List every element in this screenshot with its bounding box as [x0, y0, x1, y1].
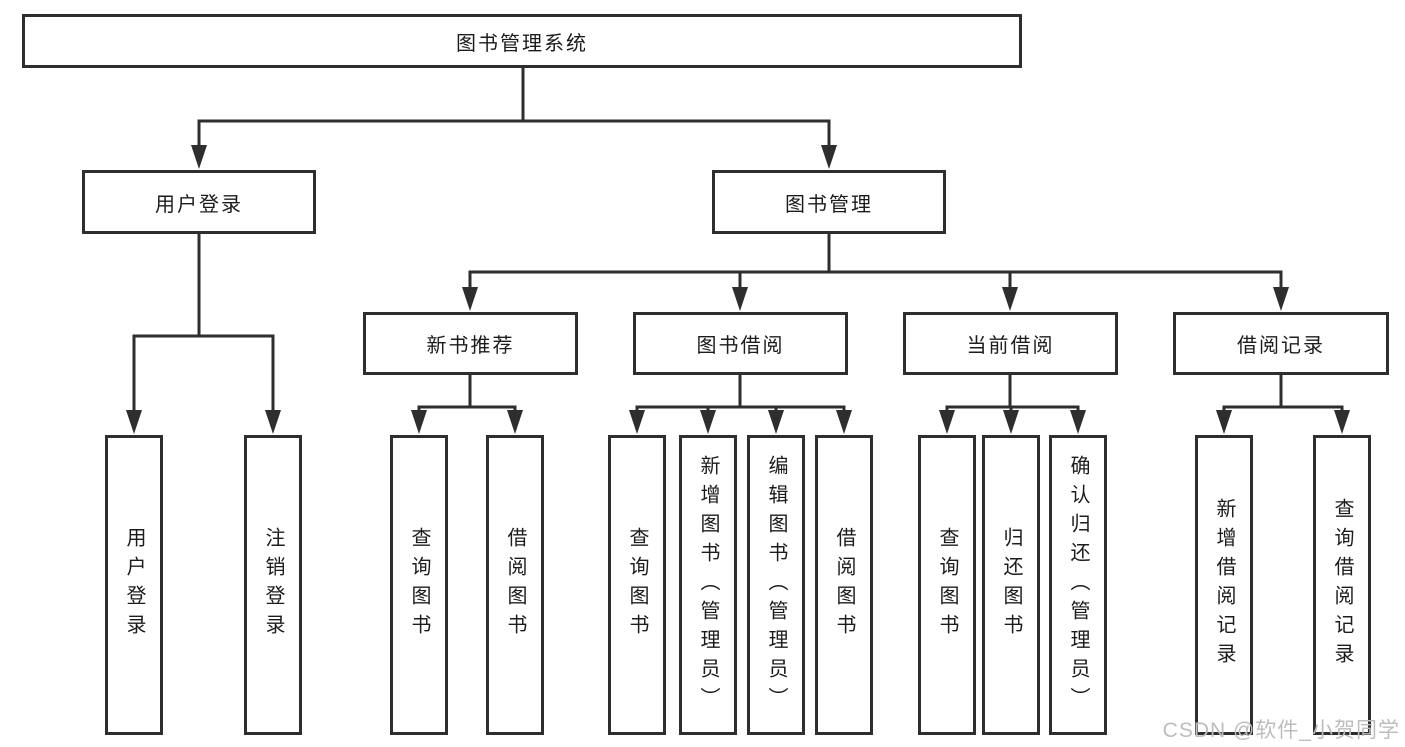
leaf-label: 借阅图书: [504, 527, 526, 643]
leaf-label: 查询图书: [408, 527, 430, 643]
leaf-label: 新增图书（管理员）: [697, 454, 719, 716]
node-book-borrow: 图书借阅: [633, 312, 848, 375]
leaf-label: 用户登录: [123, 527, 145, 643]
node-borrow-records: 借阅记录: [1173, 312, 1389, 375]
leaf-label: 查询图书: [626, 527, 648, 643]
leaf-label: 编辑图书（管理员）: [765, 454, 787, 716]
leaf-label: 归还图书: [1000, 527, 1022, 643]
leaf-confirm-return-admin: 确认归还（管理员）: [1049, 435, 1107, 735]
leaf-query-books-borrow: 查询图书: [608, 435, 666, 735]
leaf-query-books-recommend: 查询图书: [390, 435, 448, 735]
leaf-label: 注销登录: [262, 527, 284, 643]
leaf-add-books-admin: 新增图书（管理员）: [679, 435, 737, 735]
csdn-watermark: CSDN @软件_小贺同学: [1162, 719, 1400, 742]
leaf-return-books: 归还图书: [982, 435, 1040, 735]
leaf-label: 确认归还（管理员）: [1067, 454, 1089, 716]
leaf-borrow-books-recommend: 借阅图书: [486, 435, 544, 735]
leaf-label: 查询借阅记录: [1331, 498, 1353, 672]
leaf-borrow-books: 借阅图书: [815, 435, 873, 735]
leaf-label: 查询图书: [936, 527, 958, 643]
leaf-edit-books-admin: 编辑图书（管理员）: [747, 435, 805, 735]
node-user-login: 用户登录: [82, 170, 316, 234]
node-root: 图书管理系统: [22, 14, 1022, 68]
node-book-management: 图书管理: [712, 170, 946, 234]
leaf-user-login: 用户登录: [105, 435, 163, 735]
node-new-book-recommend: 新书推荐: [363, 312, 578, 375]
leaf-query-books-current: 查询图书: [918, 435, 976, 735]
leaf-logout: 注销登录: [244, 435, 302, 735]
node-current-borrow: 当前借阅: [903, 312, 1118, 375]
leaf-add-borrow-record: 新增借阅记录: [1195, 435, 1253, 735]
leaf-query-borrow-record: 查询借阅记录: [1313, 435, 1371, 735]
leaf-label: 借阅图书: [833, 527, 855, 643]
leaf-label: 新增借阅记录: [1213, 498, 1235, 672]
